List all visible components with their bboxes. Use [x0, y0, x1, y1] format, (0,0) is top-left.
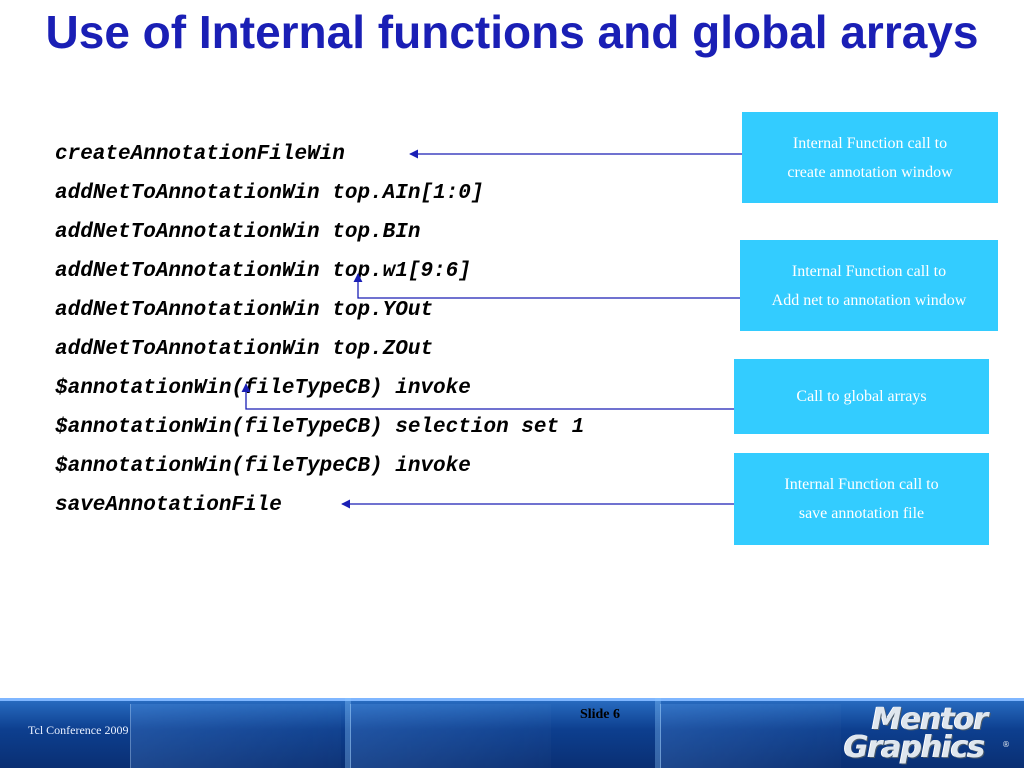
callout-save-annotation-file: Internal Function call to save annotatio…: [734, 453, 989, 545]
code-line: saveAnnotationFile: [55, 494, 282, 517]
callout-text-line: Call to global arrays: [796, 388, 927, 405]
callout-text-line: save annotation file: [798, 505, 925, 522]
code-line: addNetToAnnotationWin top.YOut: [55, 299, 434, 322]
callout-text-line: Internal Function call to: [791, 262, 947, 280]
logo-text-line: Graphics: [844, 730, 985, 765]
footer-decor-panel: [350, 704, 551, 768]
registered-mark: ®: [1002, 740, 1010, 749]
code-line: $annotationWin(fileTypeCB) invoke: [55, 377, 471, 400]
code-line: createAnnotationFileWin: [55, 143, 345, 166]
conference-label: Tcl Conference 2009: [28, 723, 129, 737]
slide-title: Use of Internal functions and global arr…: [45, 6, 979, 58]
footer-decor-panel: [660, 704, 841, 768]
callout-text-line: Internal Function call to: [792, 134, 948, 152]
callout-global-arrays: Call to global arrays: [734, 359, 989, 434]
code-line: addNetToAnnotationWin top.BIn: [55, 221, 421, 244]
footer-decor-panel: [130, 704, 341, 768]
callout-text-line: Add net to annotation window: [771, 291, 967, 309]
callout-add-net: Internal Function call to Add net to ann…: [740, 240, 998, 331]
footer-divider: [0, 698, 1024, 701]
callout-text-line: Internal Function call to: [784, 476, 939, 493]
slide-number: Slide 6: [579, 707, 621, 722]
footer-decor-stripe: [345, 698, 351, 768]
footer-decor-stripe: [655, 698, 661, 768]
code-line: addNetToAnnotationWin top.AIn[1:0]: [55, 182, 484, 205]
code-line: addNetToAnnotationWin top.w1[9:6]: [55, 260, 471, 283]
logo-text-line: Mentor: [872, 702, 988, 737]
mentor-graphics-logo: Mentor Graphics ®: [842, 702, 1012, 765]
code-listing: createAnnotationFileWin addNetToAnnotati…: [55, 135, 584, 525]
code-line: addNetToAnnotationWin top.ZOut: [55, 338, 434, 361]
callout-create-annotation-window: Internal Function call to create annotat…: [742, 112, 998, 203]
code-line: $annotationWin(fileTypeCB) selection set…: [55, 416, 585, 439]
code-line: $annotationWin(fileTypeCB) invoke: [55, 455, 471, 478]
footer-bar: [0, 698, 1024, 768]
callout-text-line: create annotation window: [787, 163, 953, 181]
